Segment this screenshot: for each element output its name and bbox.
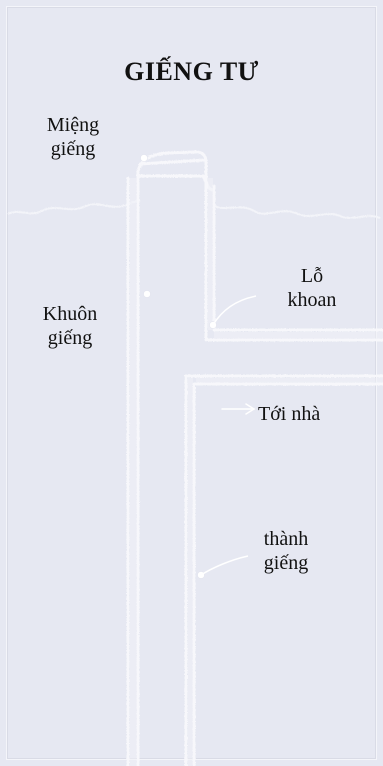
label-well-mouth-line2: giếng — [50, 138, 96, 160]
label-well-wall-line1: thành — [263, 528, 309, 550]
lower-wall — [184, 374, 383, 386]
well-wall-lower — [184, 374, 196, 766]
label-well-wall-line2: giếng — [263, 552, 309, 574]
label-well-wall: thành giếng — [236, 527, 336, 575]
label-well-casing-line2: giếng — [47, 327, 93, 349]
label-borehole-line2: khoan — [287, 289, 337, 311]
inner-wall-outer — [212, 184, 383, 332]
mouth-pointer-dot — [140, 154, 148, 162]
well-casing — [126, 174, 140, 766]
to-house-arrow — [221, 403, 256, 415]
label-well-casing: Khuôn giếng — [20, 302, 120, 350]
inner-wall — [204, 174, 383, 342]
label-well-mouth: Miệng giếng — [28, 113, 118, 161]
diagram-title: GIẾNG TƯ — [124, 57, 259, 86]
label-borehole-line1: Lỗ — [300, 265, 324, 287]
label-well-casing-line1: Khuôn — [42, 303, 98, 325]
casing-pointer-dot — [143, 290, 151, 298]
label-to-house: Tới nhà — [258, 403, 321, 425]
label-borehole: Lỗ khoan — [262, 264, 362, 312]
label-well-mouth-line1: Miệng — [46, 114, 100, 136]
ground-line — [7, 199, 381, 219]
